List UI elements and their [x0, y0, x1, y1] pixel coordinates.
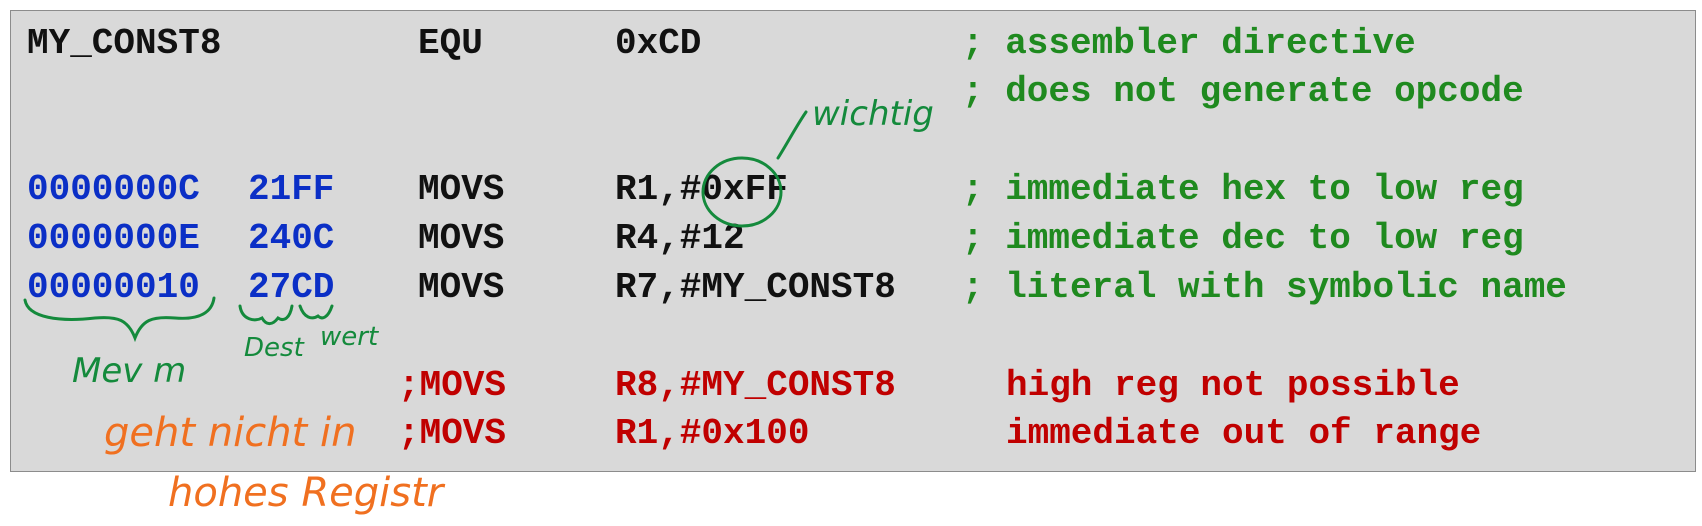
- mnemonic: MOVS: [418, 218, 505, 259]
- operand: R7,#MY_CONST8: [615, 267, 896, 308]
- comment: ; does not generate opcode: [962, 71, 1524, 112]
- comment: immediate out of range: [1006, 413, 1482, 454]
- operand: R1,#0xFF: [615, 169, 788, 210]
- opcode: 21FF: [248, 169, 335, 210]
- comment: ; assembler directive: [962, 23, 1416, 64]
- opcode: 240C: [248, 218, 335, 259]
- mnemonic: MOVS: [418, 267, 505, 308]
- address: 00000010: [27, 267, 200, 308]
- directive: EQU: [418, 23, 483, 64]
- mnemonic: MOVS: [418, 169, 505, 210]
- comment: high reg not possible: [1006, 365, 1460, 406]
- comment: ; literal with symbolic name: [962, 267, 1567, 308]
- address: 0000000E: [27, 218, 200, 259]
- operand: R1,#0x100: [615, 413, 810, 454]
- mnemonic: ;MOVS: [398, 413, 507, 454]
- annotation-orange-line2: hohes Registr: [168, 470, 446, 516]
- address: 0000000C: [27, 169, 200, 210]
- const-name: MY_CONST8: [27, 23, 222, 64]
- comment: ; immediate hex to low reg: [962, 169, 1524, 210]
- operand: R4,#12: [615, 218, 745, 259]
- comment: ; immediate dec to low reg: [962, 218, 1524, 259]
- code-listing-panel: [10, 10, 1696, 472]
- mnemonic: ;MOVS: [398, 365, 507, 406]
- operand: R8,#MY_CONST8: [615, 365, 896, 406]
- opcode: 27CD: [248, 267, 335, 308]
- const-value: 0xCD: [615, 23, 702, 64]
